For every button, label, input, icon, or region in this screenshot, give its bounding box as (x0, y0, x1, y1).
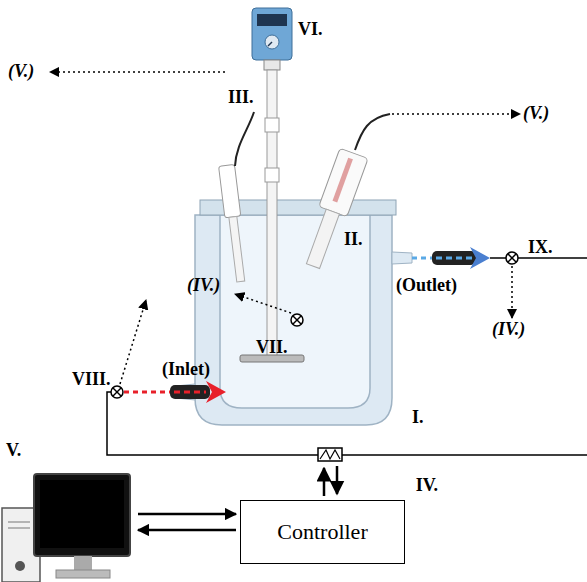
signal-target: (V.) (523, 104, 549, 124)
probe (219, 112, 254, 282)
outlet-hose (412, 247, 506, 269)
valve (111, 252, 518, 398)
thermocouple (291, 314, 303, 326)
signal-target: (IV.) (187, 276, 220, 296)
callout-number: IV. (416, 475, 438, 496)
computer-node: V. (0, 468, 134, 582)
stirrer-motor (240, 8, 304, 362)
relay-symbol (318, 448, 342, 461)
flow-label: (Outlet) (396, 276, 457, 296)
callout-number: IX. (528, 238, 553, 258)
computer (2, 474, 130, 582)
jacketed-vessel (176, 200, 412, 425)
callout-number: VII. (256, 338, 288, 358)
signal-leader (50, 72, 520, 384)
probe (299, 114, 390, 271)
relay-arrows (324, 466, 337, 496)
node-title: Controller (241, 501, 404, 563)
flow-label: (Inlet) (162, 360, 210, 380)
data-link-arrow (138, 529, 236, 532)
callout-number: I. (412, 408, 424, 428)
data-link-arrow (138, 513, 236, 516)
callout-number: V. (6, 440, 21, 461)
inlet-hose (124, 381, 226, 403)
callout-number: II. (344, 230, 363, 250)
signal-target: (V.) (8, 62, 34, 82)
controller-box: ControllerIV. (240, 500, 405, 564)
callout-number: VIII. (72, 370, 111, 390)
callout-number: III. (228, 88, 254, 108)
callout-number: VI. (298, 20, 323, 40)
signal-target: (IV.) (492, 320, 525, 340)
